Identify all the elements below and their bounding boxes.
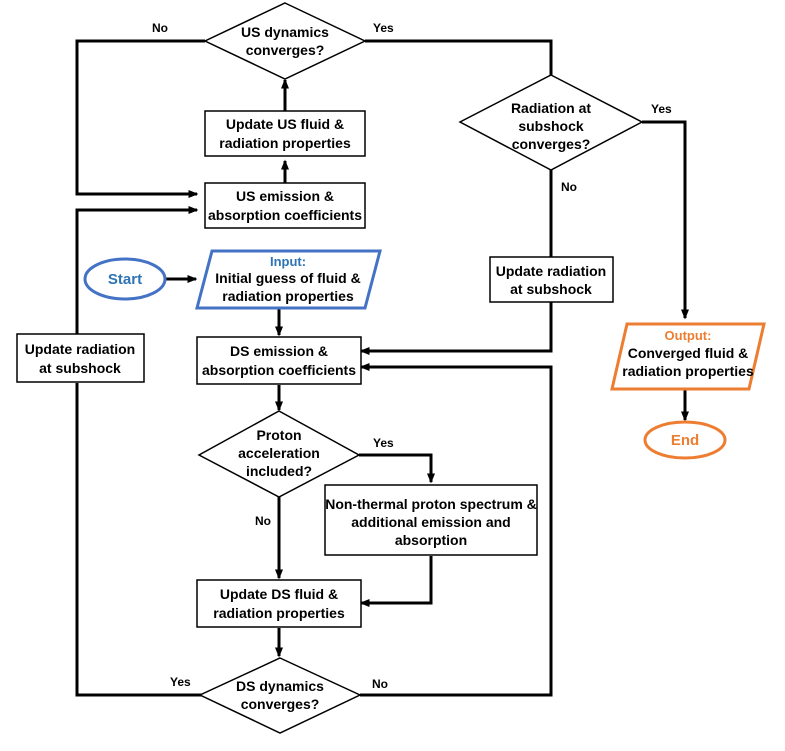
radiation-subshock-label-3: converges? <box>512 136 591 152</box>
edge-nonthermal-to-dsfluid <box>359 556 433 607</box>
edge-us-yes <box>365 39 553 75</box>
us-emission-label-2: absorption coefficients <box>208 207 362 223</box>
end-oval <box>643 420 727 460</box>
us-dynamics-label-1: US dynamics <box>241 24 329 40</box>
update-ds-fluid-box <box>196 579 362 628</box>
edge-label-proton-no: No <box>255 514 271 528</box>
ds-dynamics-label-1: DS dynamics <box>236 678 324 694</box>
nonthermal-label-1: Non-thermal proton spectrum & <box>325 496 537 512</box>
node-labels: US dynamics converges? Update US fluid &… <box>25 24 754 712</box>
output-parallelogram <box>610 322 766 391</box>
connectors <box>75 39 689 697</box>
nonthermal-label-3: absorption <box>395 532 467 548</box>
edge-rad-yes <box>642 120 689 320</box>
edge-label-rad-yes: Yes <box>651 102 672 116</box>
nonthermal-label-2: additional emission and <box>351 514 510 530</box>
us-dynamics-label-2: converges? <box>246 42 325 58</box>
input-heading: Input: <box>270 254 306 269</box>
nonthermal-box <box>324 484 538 556</box>
update-radiation-left-label-2: at subshock <box>39 360 121 376</box>
ds-dynamics-label-2: converges? <box>241 696 320 712</box>
start-label: Start <box>108 271 142 288</box>
input-parallelogram <box>195 249 382 310</box>
edge-us-no <box>75 39 205 198</box>
edge-label-us-no: No <box>152 21 168 35</box>
edge-radupdate-to-dsem <box>359 302 553 355</box>
edge-ds-no <box>359 363 553 697</box>
input-label-1: Initial guess of fluid & <box>215 270 360 286</box>
shapes <box>16 2 766 734</box>
update-us-fluid-label-1: Update US fluid & <box>226 116 344 132</box>
start-oval <box>83 257 167 301</box>
end-label: End <box>671 432 699 449</box>
edge-label-ds-yes: Yes <box>170 675 191 689</box>
ds-emission-label-2: absorption coefficients <box>202 362 356 378</box>
us-dynamics-diamond <box>203 2 367 80</box>
edge-label-us-yes: Yes <box>373 21 394 35</box>
update-radiation-right-label-2: at subshock <box>510 281 592 297</box>
edge-label-rad-no: No <box>561 180 577 194</box>
update-ds-fluid-label-1: Update DS fluid & <box>220 586 338 602</box>
proton-label-3: included? <box>246 463 312 479</box>
proton-label-2: acceleration <box>238 445 320 461</box>
proton-diamond <box>197 410 361 498</box>
update-radiation-right-box <box>489 256 614 303</box>
ds-dynamics-diamond <box>198 657 362 734</box>
us-emission-label-1: US emission & <box>236 188 334 204</box>
output-label-2: radiation properties <box>622 363 754 379</box>
edge-radleft-to-usem <box>75 206 199 334</box>
radiation-subshock-diamond <box>458 74 644 171</box>
output-heading: Output: <box>665 328 712 343</box>
radiation-subshock-label-2: subshock <box>518 118 584 134</box>
edge-ds-yes <box>75 383 205 697</box>
update-us-fluid-label-2: radiation properties <box>219 135 351 151</box>
ds-emission-label-1: DS emission & <box>230 343 328 359</box>
edge-proton-yes <box>359 453 435 484</box>
update-ds-fluid-label-2: radiation properties <box>213 605 345 621</box>
input-label-2: radiation properties <box>222 288 354 304</box>
output-label-1: Converged fluid & <box>628 345 749 361</box>
update-radiation-right-label-1: Update radiation <box>496 263 606 279</box>
update-radiation-left-box <box>16 333 145 383</box>
update-us-fluid-box <box>204 110 366 157</box>
edge-label-ds-no: No <box>372 677 388 691</box>
proton-label-1: Proton <box>256 427 301 443</box>
ds-emission-box <box>196 336 362 385</box>
edge-labels: No Yes Yes No Yes No Yes No <box>152 21 672 691</box>
us-emission-box <box>204 182 366 229</box>
update-radiation-left-label-1: Update radiation <box>25 341 135 357</box>
edge-label-proton-yes: Yes <box>373 436 394 450</box>
radiation-subshock-label-1: Radiation at <box>511 100 591 116</box>
